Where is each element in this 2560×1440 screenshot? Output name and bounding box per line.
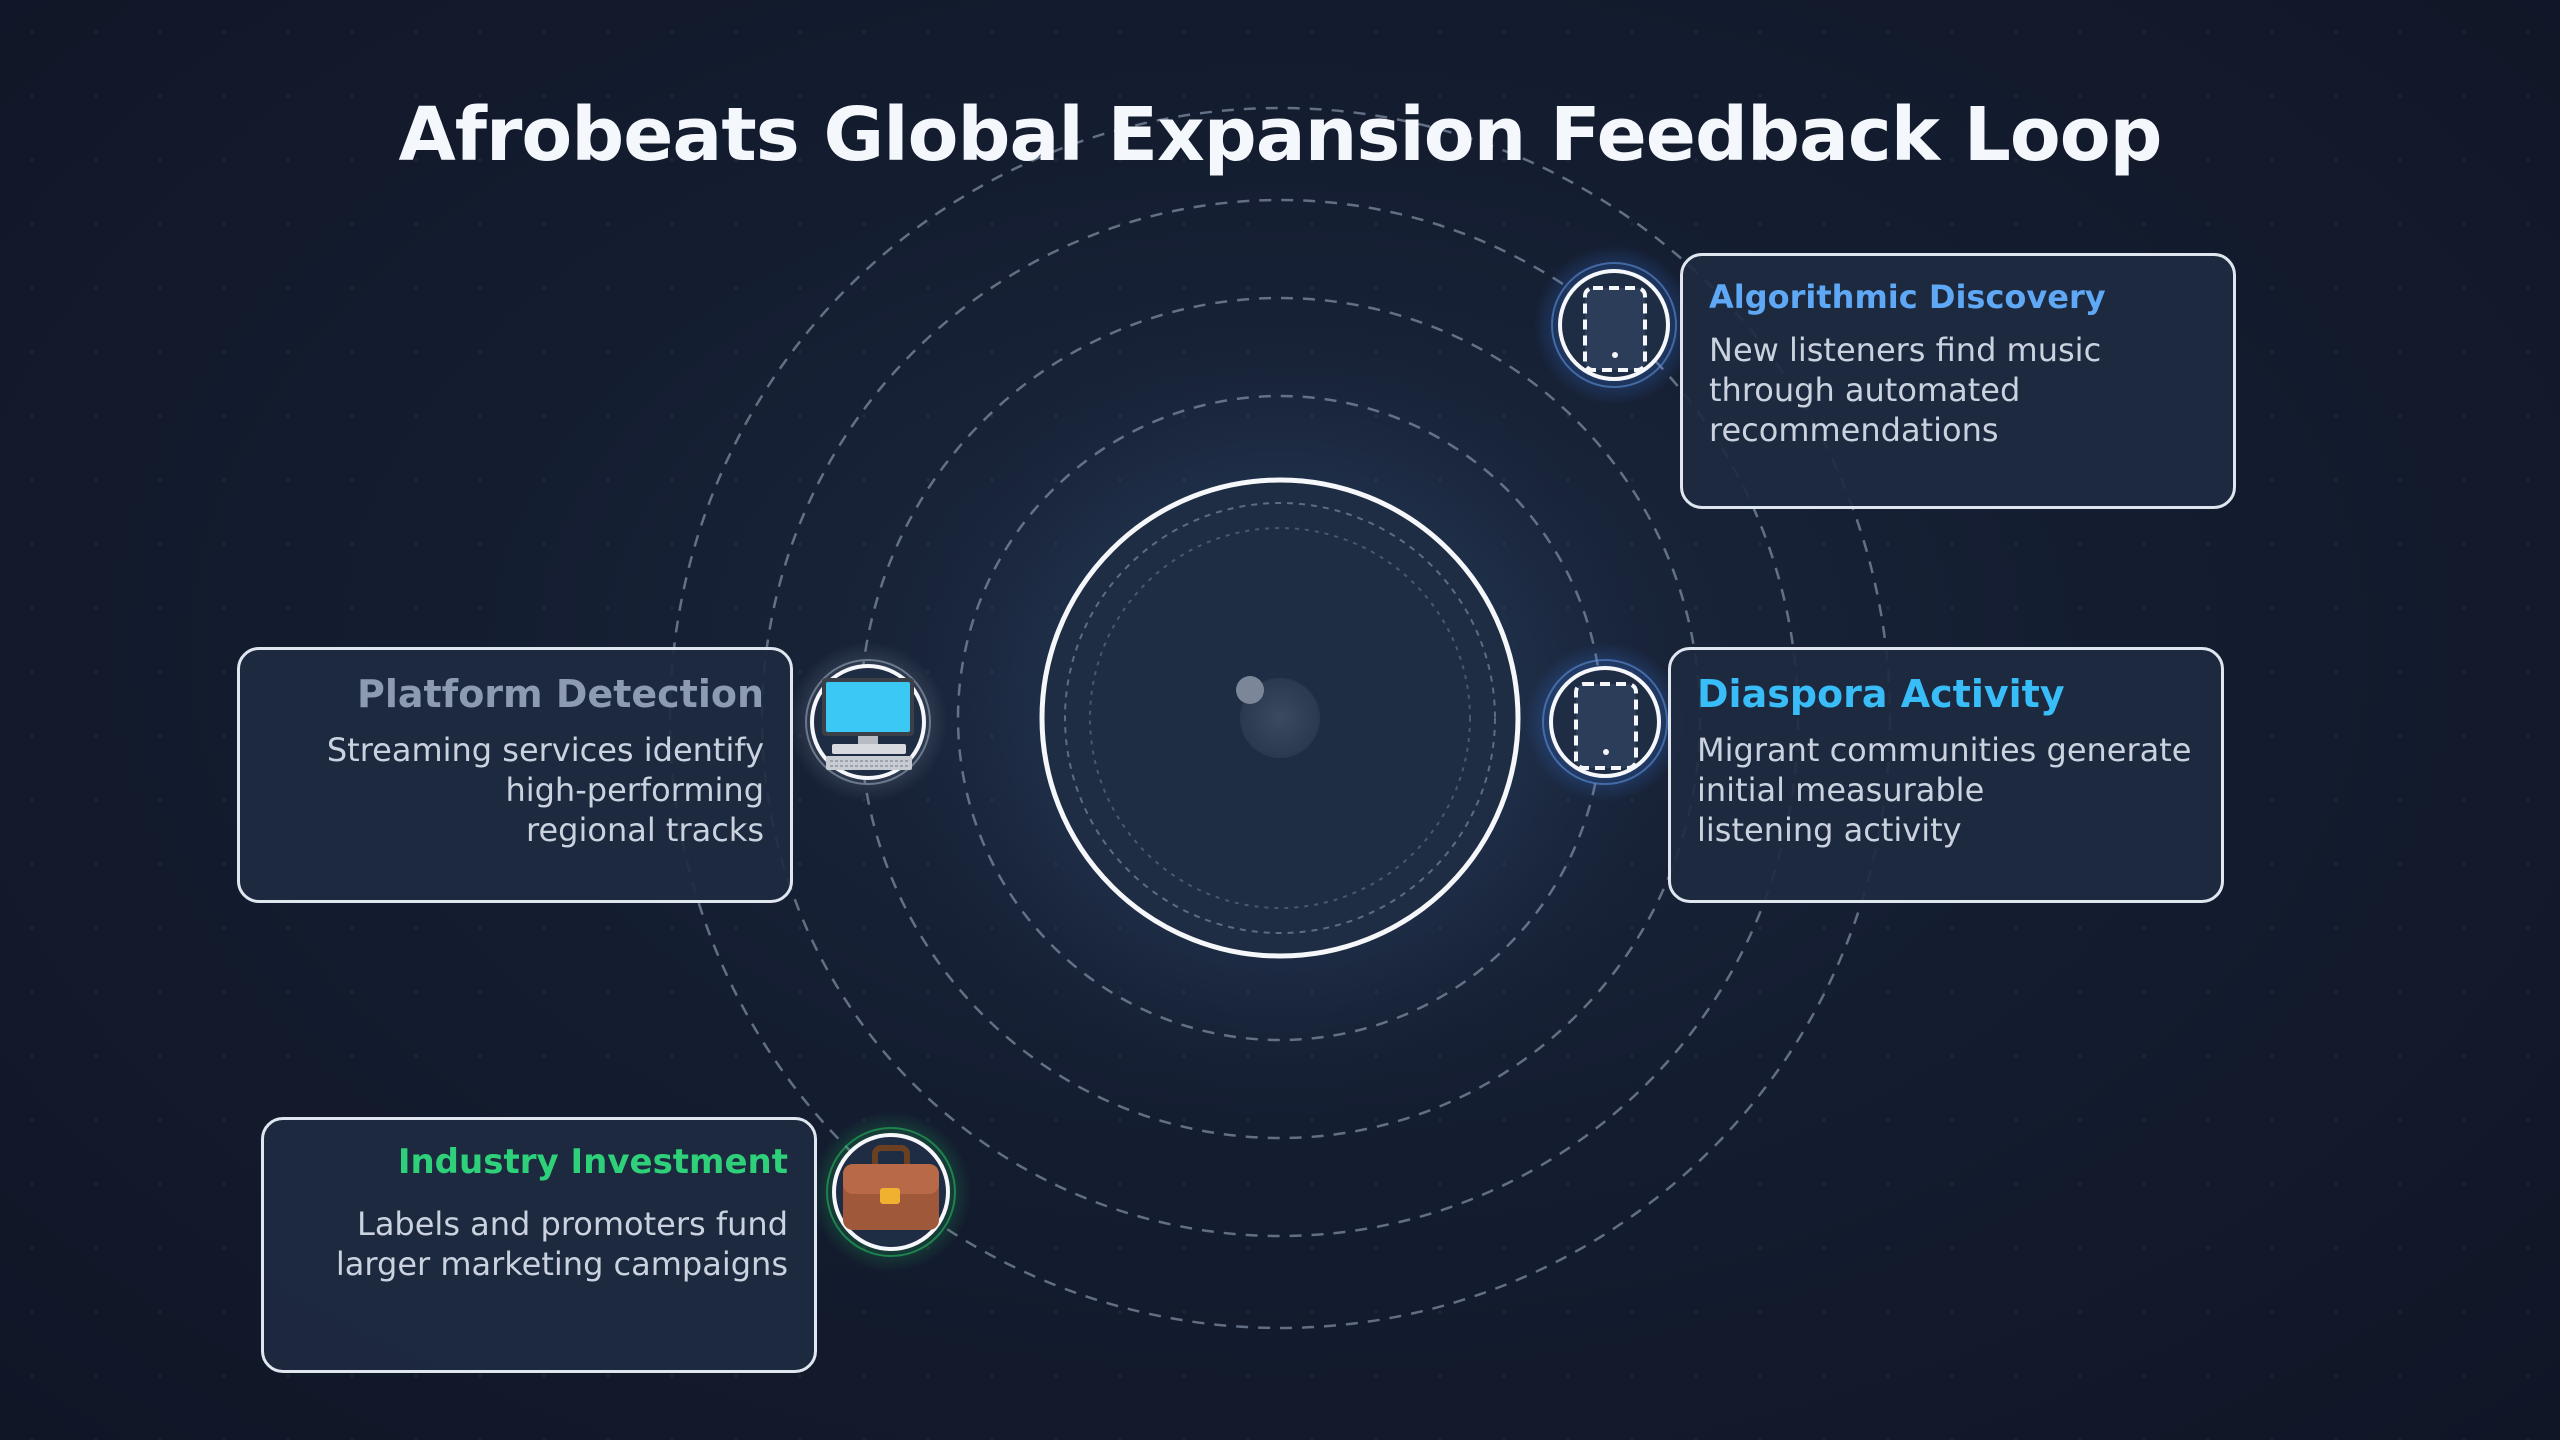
card-title: Algorithmic Discovery [1709, 278, 2106, 316]
card-title: Industry Investment [397, 1142, 788, 1182]
platform-node [788, 642, 948, 802]
card-diaspora-activity: Diaspora Activity Migrant communities ge… [1668, 647, 2224, 903]
card-industry-investment: Industry Investment Labels and promoters… [261, 1117, 817, 1373]
diagram-title: Afrobeats Global Expansion Feedback Loop [398, 92, 2162, 178]
center-inner-ring-2 [1089, 527, 1471, 909]
center-core-highlight [1236, 676, 1264, 704]
diaspora-node [1525, 642, 1685, 802]
industry-node [811, 1112, 971, 1272]
tablet-icon [1574, 682, 1638, 770]
tablet-icon [1583, 286, 1647, 372]
card-description: Streaming services identify high-perform… [326, 731, 764, 849]
card-description: Migrant communities generate initial mea… [1697, 731, 2192, 849]
card-platform-detection: Platform Detection Streaming services id… [237, 647, 793, 903]
card-title: Diaspora Activity [1697, 672, 2065, 716]
card-description: New listeners find music through automat… [1709, 331, 2102, 449]
algorithmic-node [1534, 245, 1694, 405]
card-description: Labels and promoters fund larger marketi… [335, 1205, 788, 1283]
briefcase-icon [843, 1145, 939, 1230]
card-title: Platform Detection [356, 672, 764, 716]
desktop-computer-icon [822, 678, 914, 770]
card-algorithmic-discovery: Algorithmic Discovery New listeners find… [1680, 253, 2236, 509]
center-inner-ring [1064, 502, 1496, 934]
